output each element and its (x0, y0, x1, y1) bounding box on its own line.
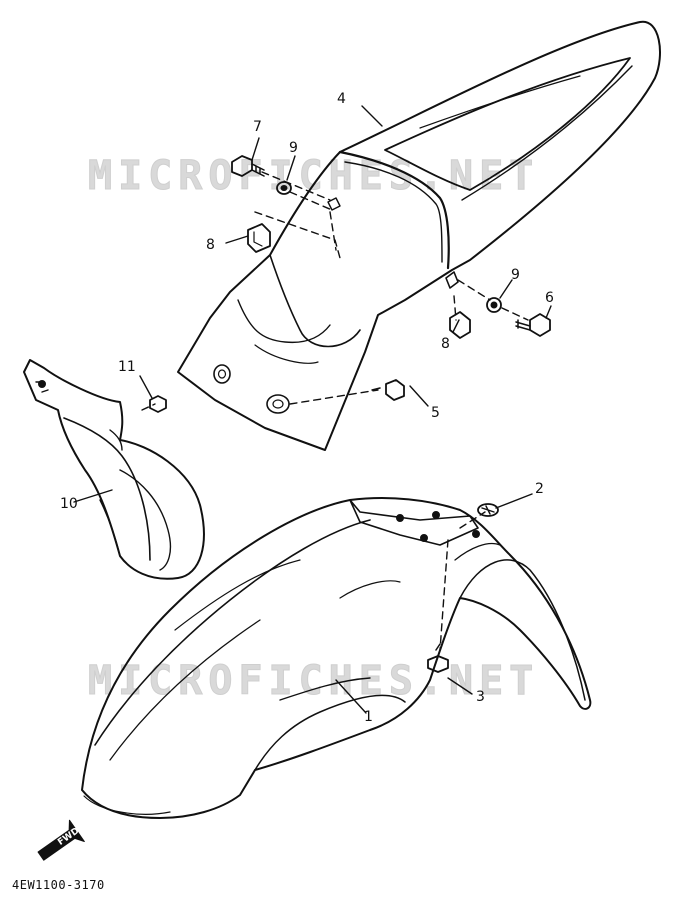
bolt-6 (515, 313, 551, 337)
collar-9-right (486, 297, 502, 313)
callout-1: 1 (364, 709, 373, 725)
bolt-5 (371, 379, 405, 401)
rear-fender (177, 20, 661, 451)
callout-9-right: 9 (511, 267, 520, 283)
diagram-code: 4EW1100-3170 (12, 878, 105, 892)
callout-3: 3 (476, 689, 485, 705)
front-fender (81, 497, 592, 819)
mud-guard (23, 359, 205, 580)
fwd-arrow (37, 819, 85, 861)
callout-11: 11 (118, 359, 136, 375)
nut-8-upper (247, 223, 271, 253)
callout-9-upper: 9 (289, 140, 298, 156)
leader-lines (73, 105, 552, 714)
callout-5: 5 (431, 405, 440, 421)
callout-4: 4 (337, 91, 346, 107)
callout-6: 6 (545, 290, 554, 306)
callout-2: 2 (535, 481, 544, 497)
watermark-bottom: MICROFICHES.NET (87, 658, 540, 705)
callout-8-right: 8 (441, 336, 450, 352)
bolt-11 (149, 395, 167, 413)
nut-2 (477, 503, 499, 517)
callout-7: 7 (253, 119, 262, 135)
callout-8-upper: 8 (206, 237, 215, 253)
nut-8-right (449, 311, 471, 339)
bolt-3 (427, 643, 449, 673)
assembly-lines (141, 171, 529, 651)
bolt-7 (231, 155, 265, 177)
collar-9-upper (276, 181, 292, 195)
callout-10: 10 (60, 496, 78, 512)
